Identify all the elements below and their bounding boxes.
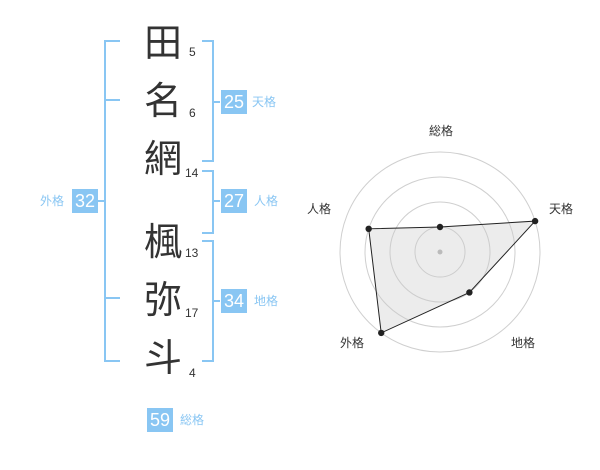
gaikaku-connector (96, 200, 104, 202)
name-char-1: 田 (143, 21, 182, 65)
chikaku-connector (212, 300, 220, 302)
radar-label-tenkaku: 天格 (549, 202, 574, 216)
name-char-2: 名 (143, 79, 182, 123)
chikaku-label: 地格 (254, 294, 279, 308)
radar-ring-2 (389, 201, 491, 303)
tenkaku-connector (212, 101, 220, 103)
radar-point-5 (365, 225, 372, 233)
radar-point-4 (378, 329, 385, 337)
radar-point-2 (531, 217, 539, 225)
jinkaku-value: 27 (221, 189, 247, 213)
tenkaku-value: 25 (221, 90, 247, 114)
name-char-4: 楓 (143, 220, 182, 264)
stroke-count-1: 5 (189, 45, 196, 59)
radar-label-gaikaku: 外格 (340, 336, 365, 350)
stroke-count-4: 13 (185, 246, 199, 260)
name-char-3: 網 (143, 137, 182, 181)
tenkaku-label: 天格 (252, 95, 277, 109)
stroke-count-5: 17 (185, 306, 199, 320)
radar-label-jinkaku: 人格 (307, 202, 332, 216)
radar-value-polygon (368, 220, 537, 334)
radar-ring-3 (364, 176, 516, 328)
name-char-5: 弥 (143, 278, 182, 322)
radar-point-1 (436, 223, 444, 231)
gaikaku-bracket-tick-lower (104, 297, 120, 299)
soukaku-value: 59 (147, 408, 173, 432)
radar-ring-4 (339, 151, 541, 353)
gaikaku-bracket-tick-upper (104, 99, 120, 101)
jinkaku-connector (212, 200, 220, 202)
gaikaku-value: 32 (72, 189, 98, 213)
gaikaku-bracket (104, 40, 120, 362)
chikaku-value: 34 (221, 289, 247, 313)
gaikaku-label: 外格 (40, 194, 65, 208)
radar-label-soukaku: 総格 (429, 124, 454, 138)
jinkaku-bracket (202, 170, 214, 234)
stroke-count-2: 6 (189, 106, 196, 120)
radar-label-chikaku: 地格 (511, 336, 536, 350)
name-char-6: 斗 (143, 336, 182, 380)
radar-center-dot (437, 249, 443, 255)
jinkaku-label: 人格 (254, 194, 279, 208)
soukaku-label: 総格 (180, 413, 205, 427)
stroke-count-3: 14 (185, 166, 199, 180)
radar-point-3 (466, 289, 473, 296)
stroke-count-6: 4 (189, 366, 196, 380)
